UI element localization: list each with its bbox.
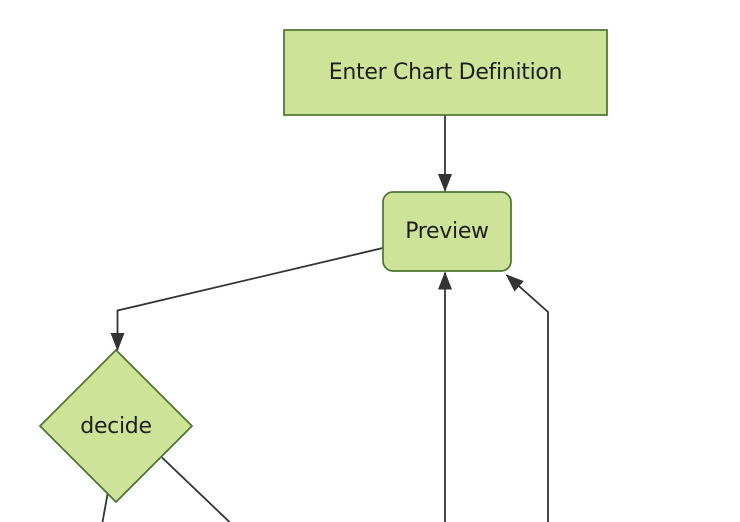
preview-box [382,191,512,272]
edge-bottom-right-to-preview [505,274,549,522]
decide-label: decide [80,414,151,439]
enter-chart-definition-label: Enter Chart Definition [329,60,562,85]
edge-decide-to-offscreen-b [161,456,231,522]
edge-preview-to-decide [110,247,384,351]
node-preview: Preview [382,191,512,272]
node-enter-chart-definition: Enter Chart Definition [283,29,608,116]
enter-chart-definition-box [283,29,608,116]
decide-diamond [38,348,194,504]
node-decide: decide [38,348,194,504]
preview-label: Preview [405,219,489,244]
